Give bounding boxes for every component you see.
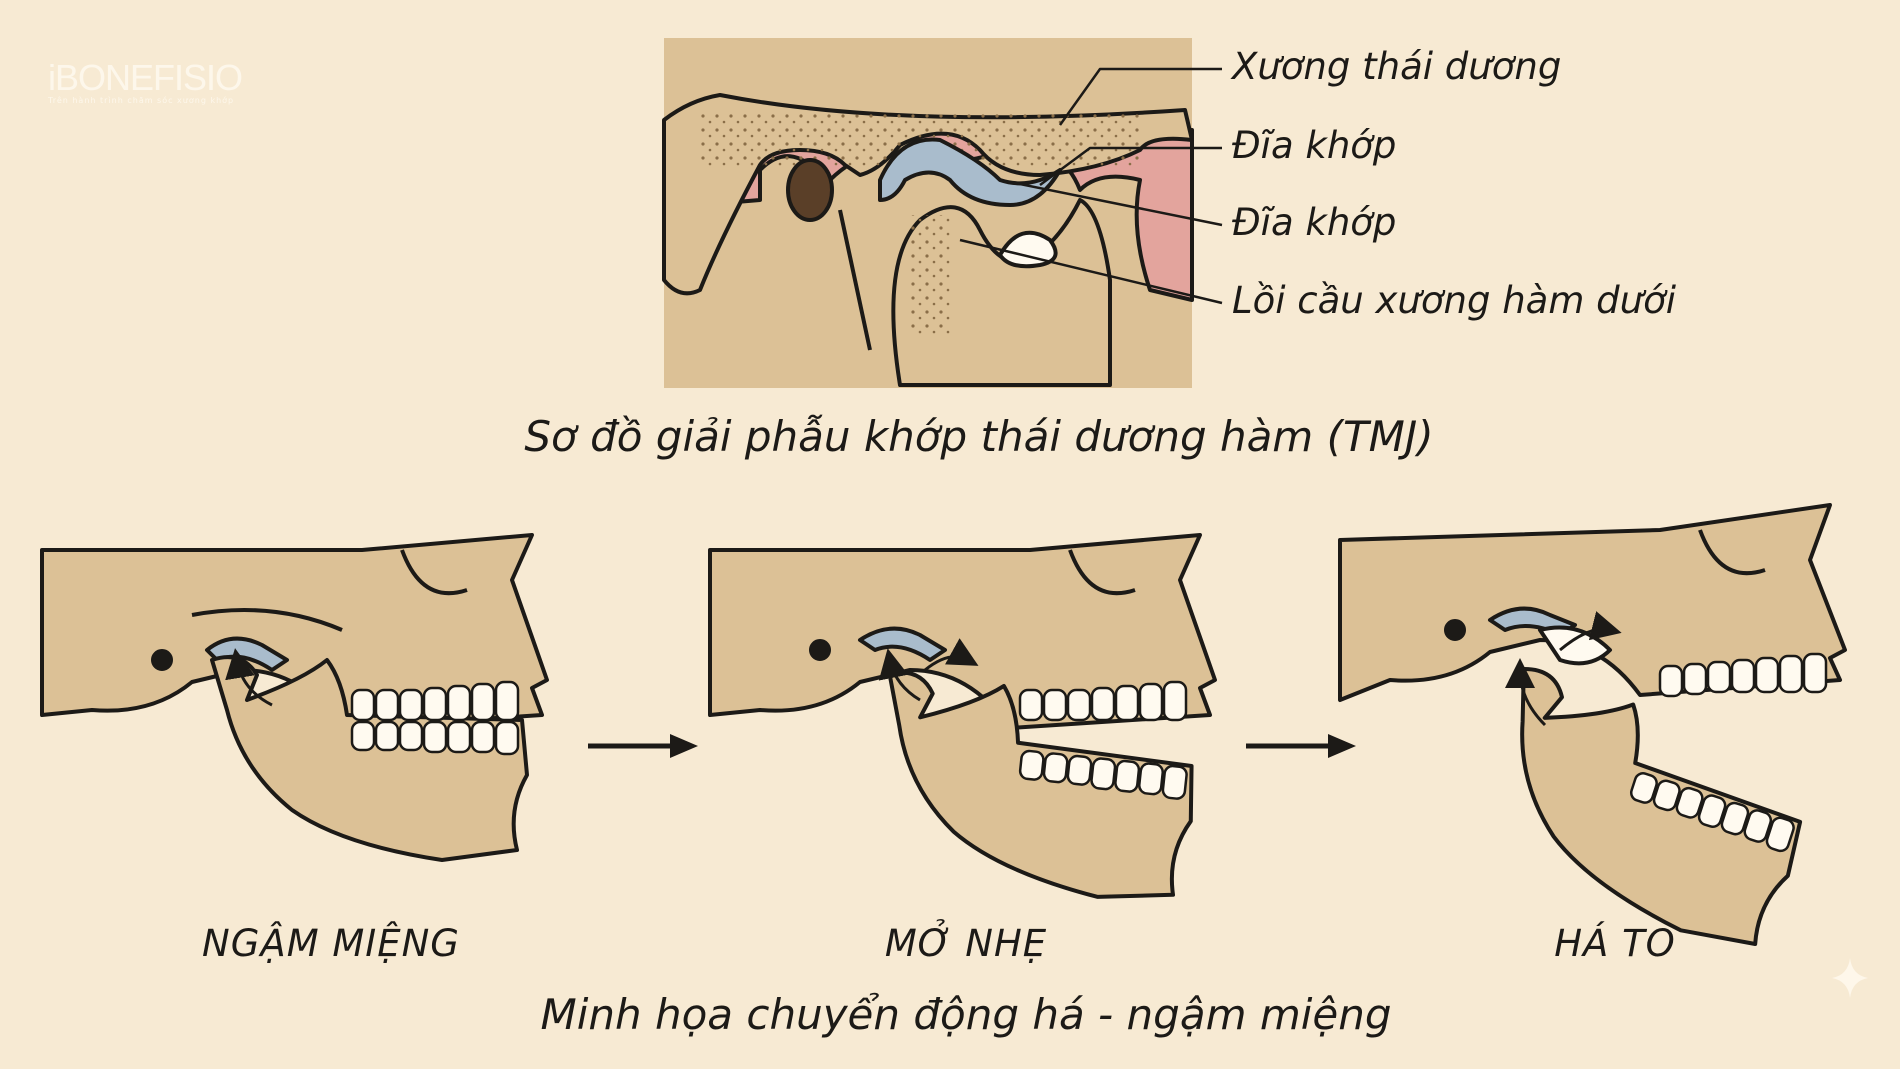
ibonefisio-logo: iBONEFISIO Trên hành trình chăm sóc xươn… (48, 57, 243, 106)
progression-arrows (588, 734, 1356, 758)
anatomy-caption: Sơ đồ giải phẫu khớp thái dương hàm (TMJ… (524, 412, 1434, 461)
tmj-anatomy-diagram (662, 38, 1223, 388)
state-label-slightly-open: MỞ NHẸ (884, 922, 1048, 965)
label-articular-disc-2: Đĩa khớp (1232, 201, 1397, 244)
skull-wide-open (1338, 503, 1847, 946)
state-label-wide-open: HÁ TO (1554, 922, 1676, 965)
ear-canal (786, 158, 834, 222)
skull-closed-mouth (40, 533, 549, 862)
logo-name: iBONEFISIO (48, 57, 243, 98)
skull-slightly-open (708, 533, 1217, 899)
label-temporal-bone: Xương thái dương (1232, 45, 1562, 88)
state-label-closed: NGẬM MIỆNG (202, 922, 460, 965)
articular-disc (878, 137, 1062, 207)
logo-tagline: Trên hành trình chăm sóc xương khớp (48, 96, 235, 105)
sparkle-icon (1832, 958, 1868, 998)
arrow-head (1328, 734, 1356, 758)
leader-lines (959, 67, 1223, 305)
arrow-head (670, 734, 698, 758)
label-articular-disc: Đĩa khớp (1232, 124, 1397, 167)
label-mandibular-condyle: Lồi cầu xương hàm dưới (1232, 279, 1676, 322)
motion-caption: Minh họa chuyển động há - ngậm miệng (540, 990, 1392, 1039)
